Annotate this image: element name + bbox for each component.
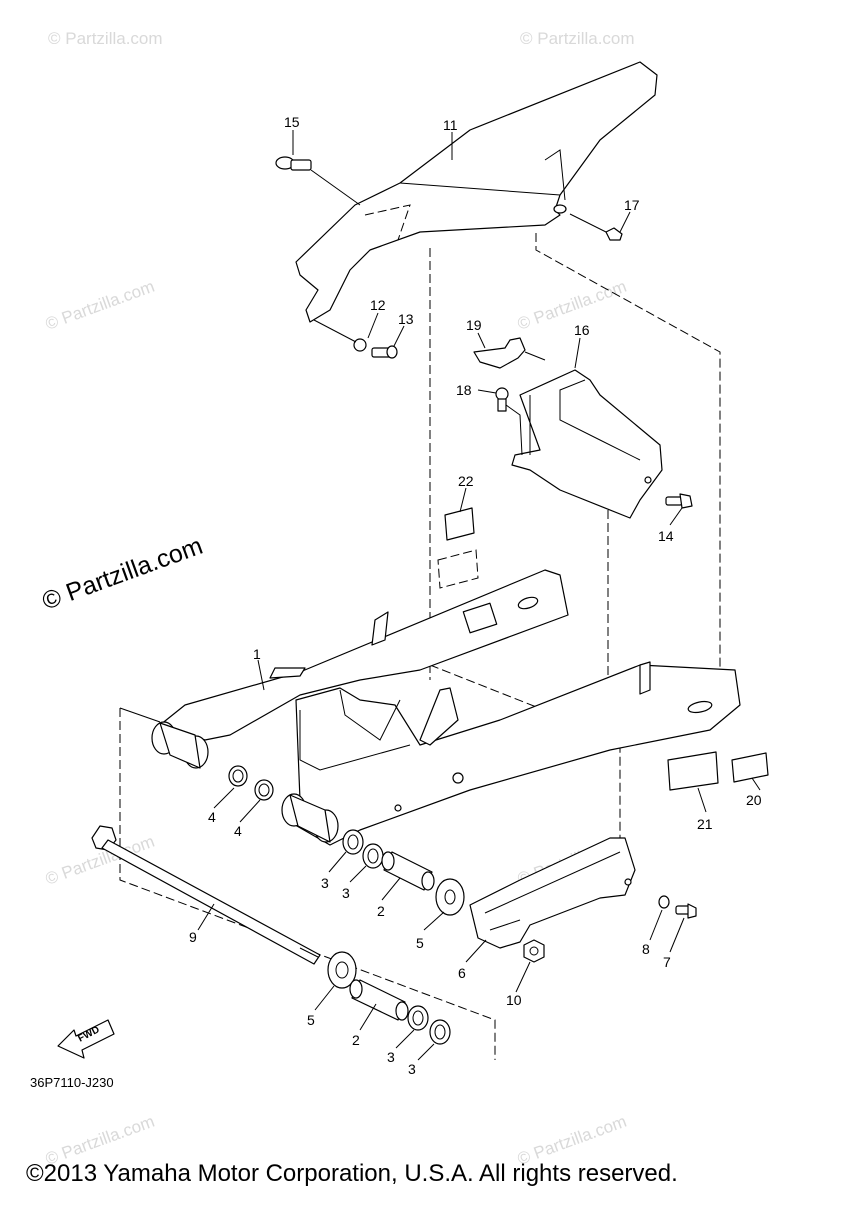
fastener-part-18 xyxy=(495,387,523,456)
watermark-prominent: © Partzilla.com xyxy=(38,532,206,616)
leader-lines xyxy=(197,130,761,1061)
callout-12: 12 xyxy=(370,297,386,313)
callout-6: 6 xyxy=(458,965,466,981)
callout-3: 3 xyxy=(321,875,329,891)
watermark: © Partzilla.com xyxy=(515,277,629,334)
callout-3: 3 xyxy=(342,885,350,901)
callout-3: 3 xyxy=(387,1049,395,1065)
callout-13: 13 xyxy=(398,311,414,327)
callout-22: 22 xyxy=(458,473,474,489)
collar-part-3 xyxy=(407,1005,429,1031)
callout-2: 2 xyxy=(352,1032,360,1048)
callout-labels: 15 11 17 12 13 19 16 18 22 14 1 4 4 20 2… xyxy=(189,114,762,1077)
collar-part-3 xyxy=(342,829,364,855)
callout-14: 14 xyxy=(658,528,674,544)
callout-10: 10 xyxy=(506,992,522,1008)
watermark: © Partzilla.com xyxy=(48,29,163,48)
callout-16: 16 xyxy=(574,322,590,338)
callout-21: 21 xyxy=(697,816,713,832)
washer-part-12 xyxy=(313,319,367,352)
chain-slider-part-6 xyxy=(469,837,636,949)
callout-2: 2 xyxy=(377,903,385,919)
swingarm-part-1 xyxy=(151,569,741,846)
callout-17: 17 xyxy=(624,197,640,213)
sleeve-part-2 xyxy=(381,851,435,891)
sleeve-part-2 xyxy=(349,979,409,1021)
copyright-notice: ©2013 Yamaha Motor Corporation, U.S.A. A… xyxy=(26,1160,678,1187)
watermark: © Partzilla.com xyxy=(520,29,635,48)
callout-11: 11 xyxy=(443,117,458,133)
bolt-part-14 xyxy=(665,493,693,509)
bolt-part-13 xyxy=(371,345,398,359)
callout-1: 1 xyxy=(253,646,261,662)
bearing-part-4 xyxy=(254,779,274,801)
callout-20: 20 xyxy=(746,792,762,808)
watermark: © Partzilla.com xyxy=(43,277,157,334)
collar-part-3 xyxy=(362,843,384,869)
bearing-part-4 xyxy=(228,765,248,787)
diagram-code: 36P7110-J230 xyxy=(30,1075,114,1090)
collar-part-8 xyxy=(658,895,670,909)
clamp-part-19 xyxy=(473,337,546,369)
callout-5: 5 xyxy=(416,935,424,951)
decal-part-22 xyxy=(437,507,479,589)
thrust-washer-part-5 xyxy=(327,951,357,989)
bracket-part-16 xyxy=(511,369,663,519)
collar-part-3 xyxy=(429,1019,451,1045)
bolt-part-15 xyxy=(275,156,361,206)
callout-3: 3 xyxy=(408,1061,416,1077)
decal-part-21 xyxy=(667,751,719,791)
fwd-arrow-icon: FWD xyxy=(57,1019,115,1059)
callout-18: 18 xyxy=(456,382,472,398)
bolt-part-17 xyxy=(569,213,623,241)
callout-19: 19 xyxy=(466,317,482,333)
callout-4: 4 xyxy=(208,809,216,825)
chain-guard-part-11 xyxy=(295,61,658,323)
pivot-shaft-part-9 xyxy=(91,825,321,965)
callout-15: 15 xyxy=(284,114,300,130)
callout-9: 9 xyxy=(189,929,197,945)
bolt-part-7 xyxy=(675,903,697,919)
decal-part-20 xyxy=(731,752,769,783)
callout-4: 4 xyxy=(234,823,242,839)
thrust-washer-part-5 xyxy=(435,878,465,916)
callout-8: 8 xyxy=(642,941,650,957)
callout-5: 5 xyxy=(307,1012,315,1028)
callout-7: 7 xyxy=(663,954,671,970)
nut-part-10 xyxy=(523,939,545,963)
